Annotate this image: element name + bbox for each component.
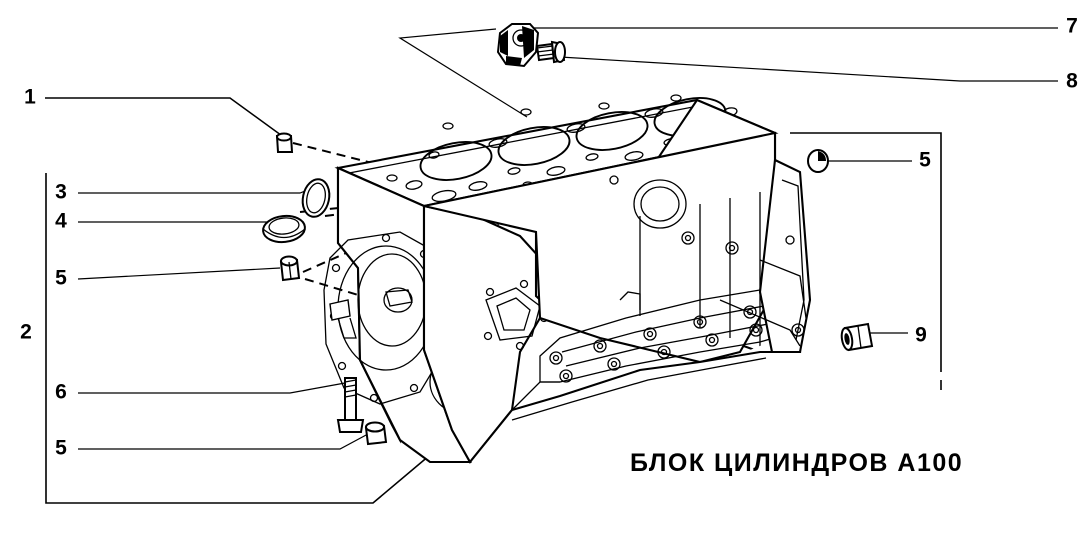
callout-3: 3 <box>55 181 67 204</box>
part-plug-lower <box>364 421 388 446</box>
callout-6: 6 <box>55 381 67 404</box>
callout-2: 2 <box>20 321 32 344</box>
leader-line-3 <box>78 185 319 194</box>
callout-5-plug-right: 5 <box>919 149 931 172</box>
part-core-plug <box>275 132 294 153</box>
callout-7: 7 <box>1066 15 1078 38</box>
callout-5-bushing: 5 <box>55 267 67 290</box>
callout-9: 9 <box>915 324 927 347</box>
callout-1: 1 <box>24 86 36 109</box>
part-hex-bolt <box>336 377 365 433</box>
part-oil-seal-ring <box>262 214 306 244</box>
leader-line-5a <box>77 267 281 280</box>
leader-line-deck-pointer <box>398 28 528 118</box>
part-dowel-bushing <box>840 322 874 352</box>
part-bolt-top <box>535 40 566 64</box>
bracket-right <box>790 132 942 390</box>
part-lifting-bracket <box>496 23 540 68</box>
leader-line-6 <box>78 382 346 394</box>
callout-8: 8 <box>1066 70 1078 93</box>
callout-4: 4 <box>55 210 67 233</box>
callout-5-plug-lower: 5 <box>55 437 67 460</box>
leader-line-5b <box>78 433 369 450</box>
cylinder-block-body <box>323 94 812 464</box>
part-sealing-ring <box>301 178 331 218</box>
part-plug-right <box>807 149 829 173</box>
diagram-title: БЛОК ЦИЛИНДРОВ A100 <box>630 449 963 477</box>
bracket-2 <box>45 173 431 504</box>
leader-line-1 <box>45 97 286 139</box>
leader-line-8 <box>559 56 1058 82</box>
part-bushing <box>279 255 301 282</box>
